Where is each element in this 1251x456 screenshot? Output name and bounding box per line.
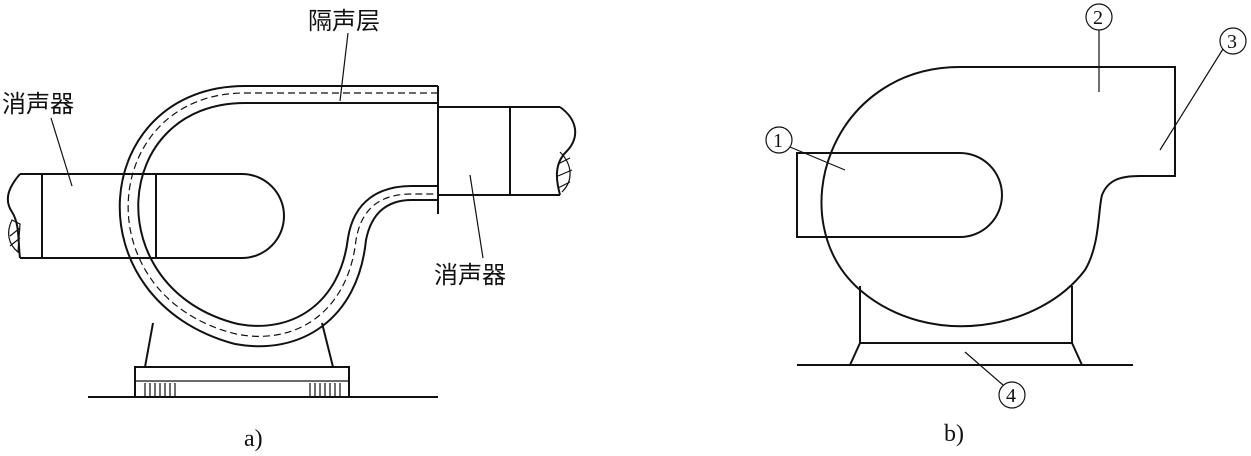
fan-casing-a bbox=[118, 85, 439, 348]
callout-2: 2 bbox=[1085, 3, 1113, 92]
svg-text:3: 3 bbox=[1227, 31, 1237, 53]
caption-b: b) bbox=[944, 421, 964, 447]
fan-base-b bbox=[797, 286, 1133, 366]
label-silencer-right: 消声器 bbox=[434, 261, 506, 289]
leader-silencer-right bbox=[469, 174, 484, 259]
label-silencer-left: 消声器 bbox=[2, 90, 74, 118]
svg-text:4: 4 bbox=[1006, 385, 1016, 407]
label-insulation-layer: 隔声层 bbox=[308, 7, 380, 35]
caption-a: a) bbox=[244, 426, 263, 452]
svg-text:2: 2 bbox=[1093, 7, 1103, 29]
figure-b: 1 2 3 4 b) bbox=[765, 3, 1247, 447]
callout-1: 1 bbox=[765, 126, 846, 171]
callout-4: 4 bbox=[964, 351, 1026, 409]
leader-silencer-left bbox=[50, 117, 73, 187]
leader-insulation bbox=[339, 32, 349, 102]
svg-text:1: 1 bbox=[773, 130, 783, 152]
figure-a: 隔声层 消声器 消声器 a) bbox=[2, 7, 576, 452]
outlet-silencer-a bbox=[438, 106, 576, 196]
inlet-silencer-a bbox=[6, 173, 285, 259]
fan-base-a bbox=[88, 322, 438, 398]
fan-casing-b bbox=[820, 66, 1176, 328]
callout-3: 3 bbox=[1159, 27, 1247, 151]
inlet-duct-b bbox=[796, 152, 1003, 238]
